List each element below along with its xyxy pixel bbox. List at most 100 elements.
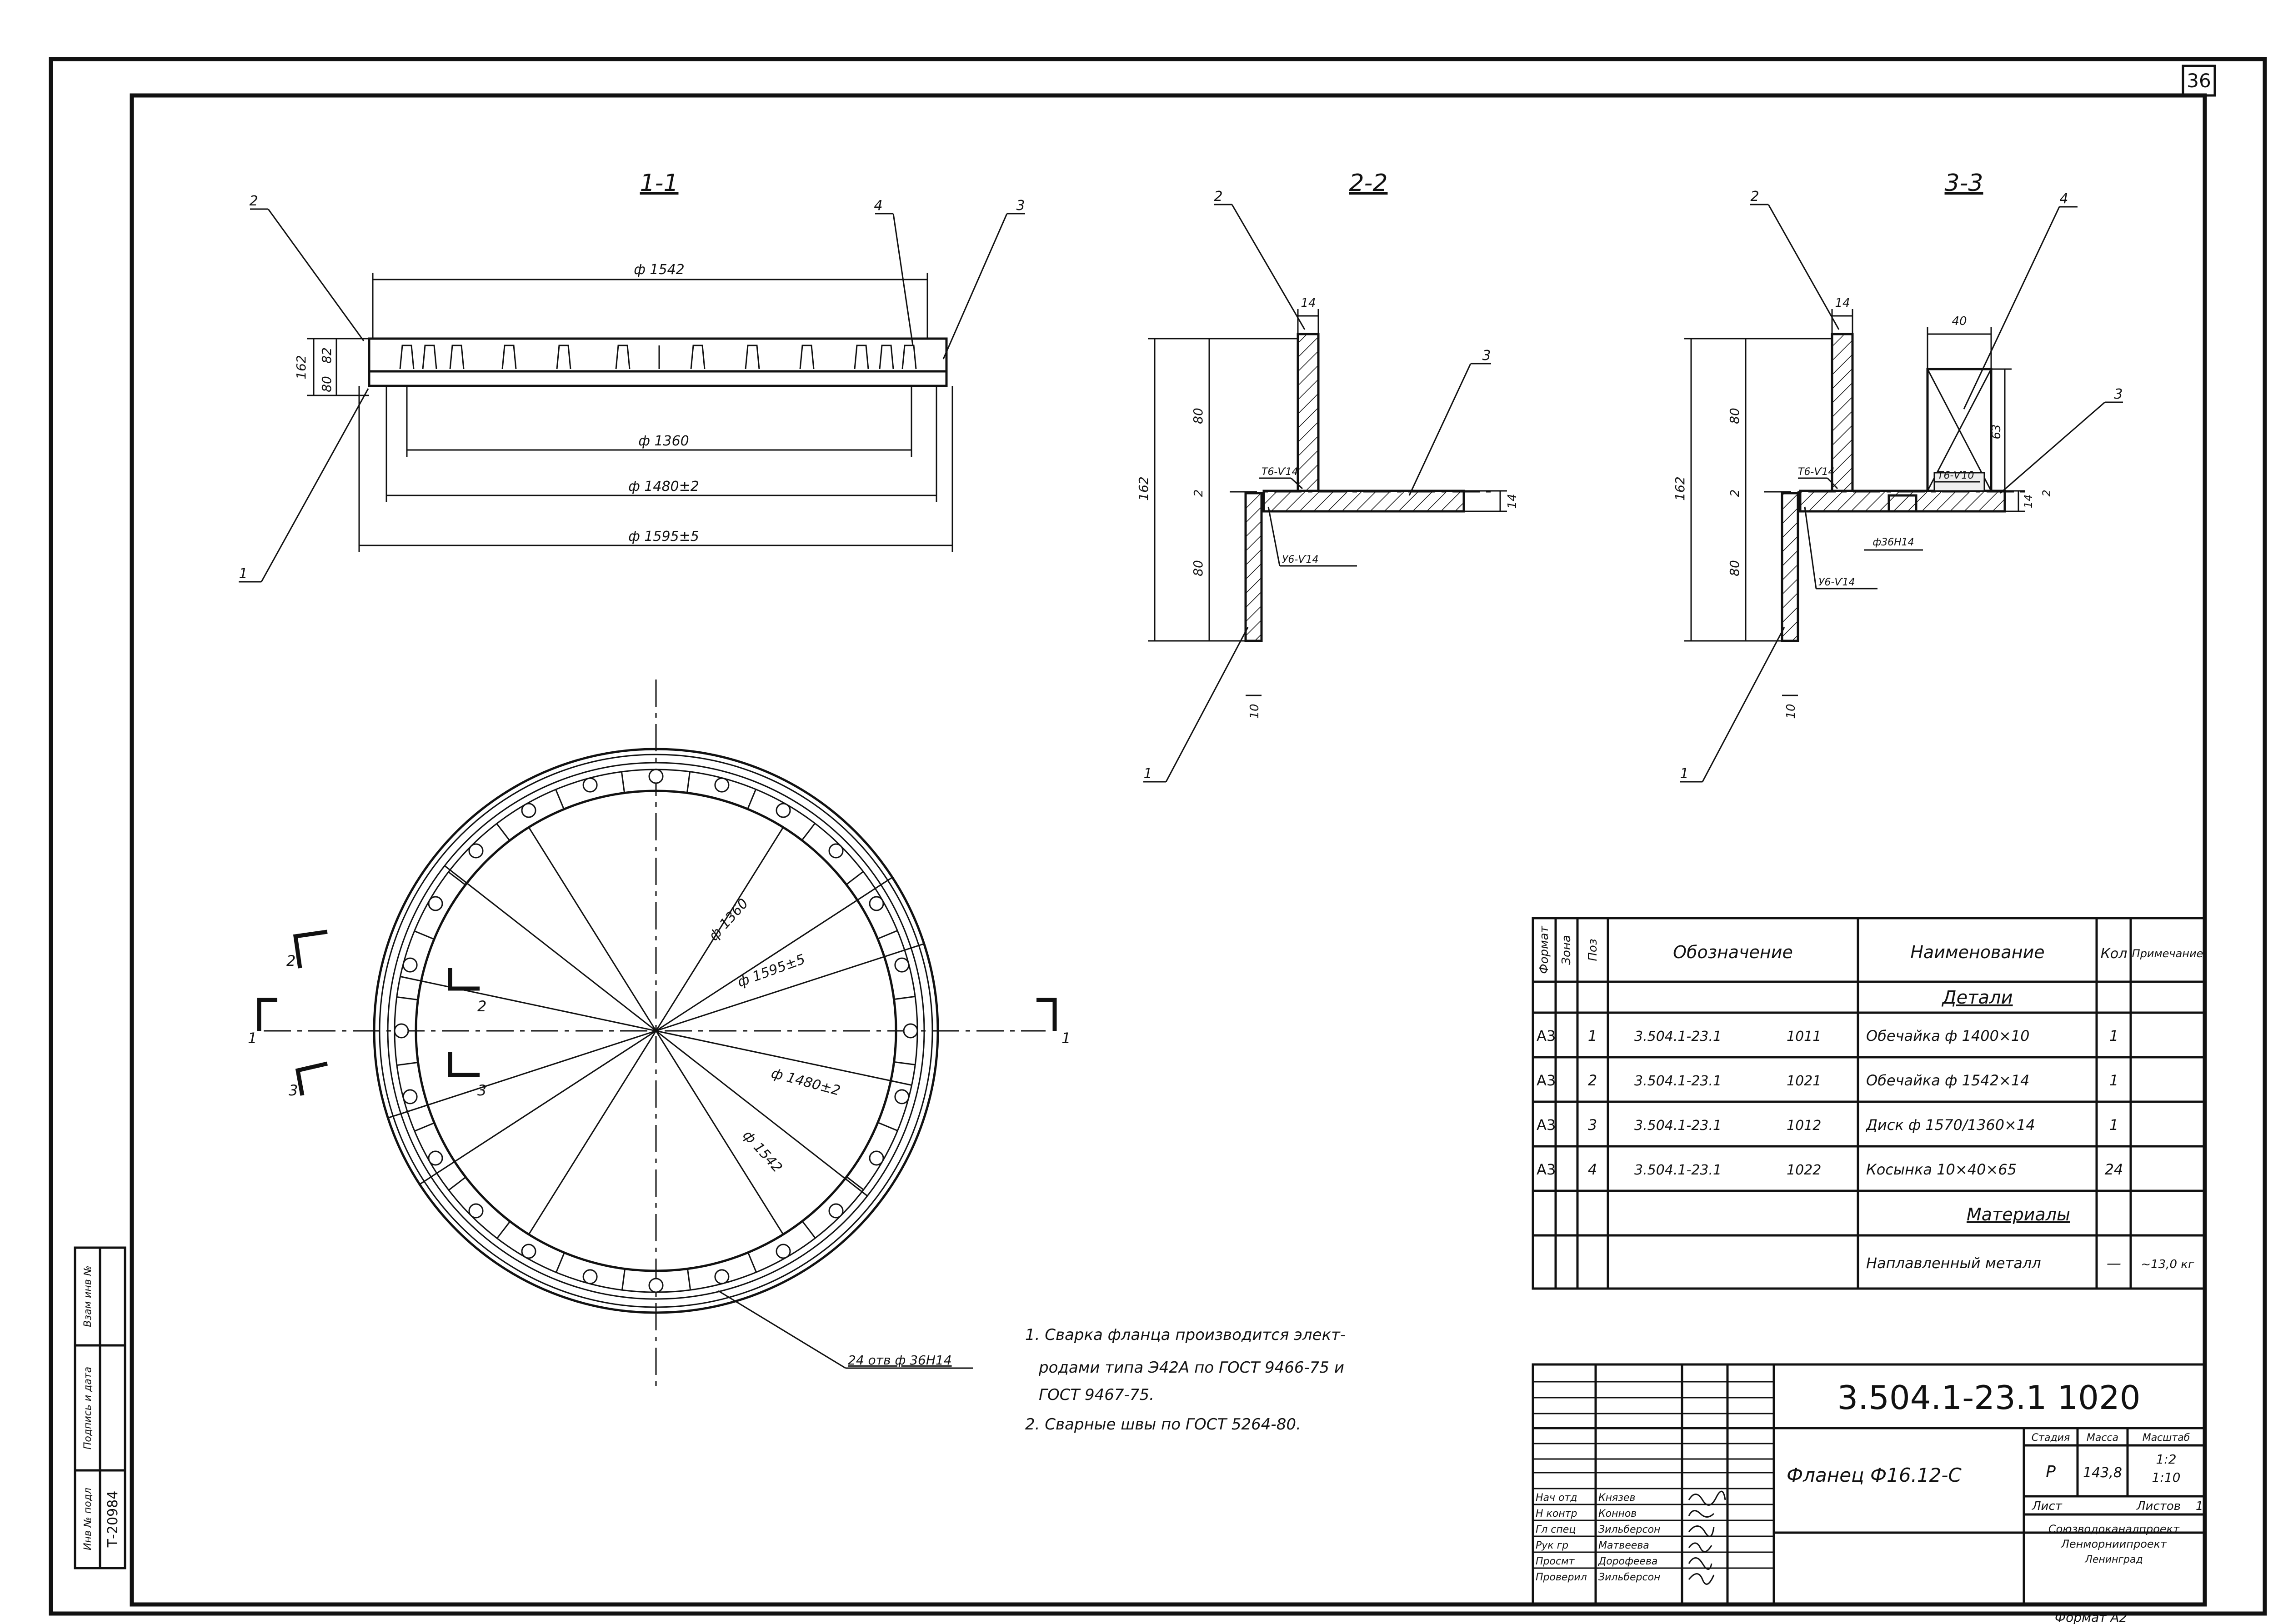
notes: 1. Сварка фланца производится элект- род… [1025,1326,1346,1434]
row-designation: 3.504.1-23.1 [1634,1118,1722,1134]
side-stamp: Инв № подл Подпись и дата Взам инв № Т-2… [74,1246,126,1569]
row-name: Диск ф 1570/1360×14 [1865,1116,2035,1134]
bolt-hole [894,1089,910,1104]
dim-h2b: 2 [2040,490,2053,496]
col-designation: Обозначение [1673,942,1793,962]
section-1-1: 1-1 ф 1542 ф 1360 [239,170,1025,583]
dim-d1542: ф 1542 [740,1127,786,1175]
org-line-1: Союзводоканалпроект [2048,1523,2180,1535]
dim-d1542: ф 1542 [634,262,685,278]
row-qty: 1 [2109,1072,2118,1089]
doc-number: 3.504.1-23.1 1020 [1837,1379,2140,1417]
gusset [496,1221,511,1239]
col-scale: Масштаб [2143,1432,2190,1444]
dim-t14: 14 [2022,495,2035,509]
col-pos: Поз [1586,939,1600,961]
gusset [396,1061,418,1066]
row-code: 1021 [1787,1073,1821,1089]
dim-d1360: ф 1360 [638,433,689,449]
section-3-3: 3-3 14 40 80 16 [1672,170,2123,783]
gusset [894,1061,916,1065]
gusset [448,1176,466,1191]
weld-t6-v14: Т6-Ѵ14 [1798,466,1835,478]
dim-h80a: 80 [1727,408,1742,424]
format-label: Формат А2 [2055,1610,2127,1624]
gusset [846,871,864,885]
cut-mark-1-right: 1 [1061,1029,1071,1047]
dim-h2a: 2 [1728,490,1742,497]
bolt-hole [582,1269,598,1284]
cut-mark-1-left: 1 [248,1029,257,1047]
gusset [621,771,626,793]
row-code: 1022 [1787,1162,1821,1178]
dim-w14: 14 [1301,296,1316,310]
gusset [448,871,466,886]
dim-h80b: 80 [1191,560,1206,576]
section-title: 3-3 [1945,170,1983,197]
callout-2: 2 [1750,189,1759,205]
diameter-ray [528,1030,657,1235]
spec-row: А3 4 3.504.1-23.1 1022 Косынка 10×40×65 … [1537,1161,2123,1178]
gusset [801,823,816,841]
material-qty: — [2107,1254,2121,1272]
gusset [894,995,916,1000]
bolt-hole [468,843,484,859]
row-pos: 4 [1588,1161,1597,1178]
section-title: 2-2 [1349,170,1388,197]
note-line-2: родами типа Э42А по ГОСТ 9466-75 и [1038,1359,1344,1377]
bolt-hole [869,1150,884,1166]
row-pos: 2 [1588,1072,1597,1089]
dim-w40: 40 [1952,315,1967,328]
diameter-ray [655,827,784,1031]
row-designation: 3.504.1-23.1 [1634,1162,1722,1178]
diameter-ray [656,943,925,1032]
dim-h63: 63 [1990,424,2003,439]
bolt-hole [828,843,844,859]
spec-table: Формат Зона Поз Обозначение Наименование… [1532,917,2206,1290]
gusset [396,996,418,1001]
row-code: 1012 [1787,1118,1821,1134]
diameter-ray [656,1030,912,1086]
stamp-inv-number: Т-20984 [105,1491,121,1548]
diameter-ray [400,976,656,1032]
diameter-ray [419,1030,656,1185]
cut-mark-3-inner: 3 [477,1082,486,1099]
person-name: Коннов [1598,1508,1637,1519]
gusset [801,1220,816,1239]
gusset [414,930,435,940]
col-zone: Зона [1560,935,1573,965]
person-role: Н контр [1536,1508,1577,1519]
note-line-4: 2. Сварные швы по ГОСТ 5264-80. [1025,1415,1301,1434]
dim-t14: 14 [1506,494,1519,509]
signatures [1688,1490,1726,1585]
diameter-ray [656,1030,868,1197]
holes-note: 24 отв ф 36Н14 [848,1353,952,1368]
stamp-replace: Взам инв № [82,1265,94,1327]
row-name: Косынка 10×40×65 [1866,1161,2017,1178]
bolt-hole [582,777,598,793]
bolt-hole [402,957,418,973]
sheets-value: 1 [2196,1499,2203,1513]
dim-d1360: ф 1360 [706,895,752,944]
callout-2: 2 [1214,189,1222,205]
weld-t6-v10: Т6-Ѵ10 [1938,470,1974,481]
cut-mark-2-inner: 2 [477,998,486,1015]
row-designation: 3.504.1-23.1 [1634,1029,1722,1044]
row-pos: 3 [1588,1116,1597,1134]
dim-h82: 82 [319,347,334,364]
diameter-ray [387,1030,656,1119]
row-qty: 24 [2105,1161,2123,1178]
bolt-hole [428,1150,443,1166]
bolt-hole [714,777,730,793]
sheet-label: Лист [2032,1499,2063,1513]
person-role: Гл спец [1536,1524,1576,1535]
bolt-hole [776,1244,791,1259]
section-materials: Материалы [1967,1204,2070,1224]
bolt-hole [648,1278,664,1293]
gusset [747,789,756,810]
org-line-3: Ленинград [2084,1554,2143,1565]
diameter-ray [444,865,656,1032]
gusset [846,1176,864,1190]
gusset [555,789,565,810]
weld-t6-v14: Т6-Ѵ14 [1262,466,1298,478]
